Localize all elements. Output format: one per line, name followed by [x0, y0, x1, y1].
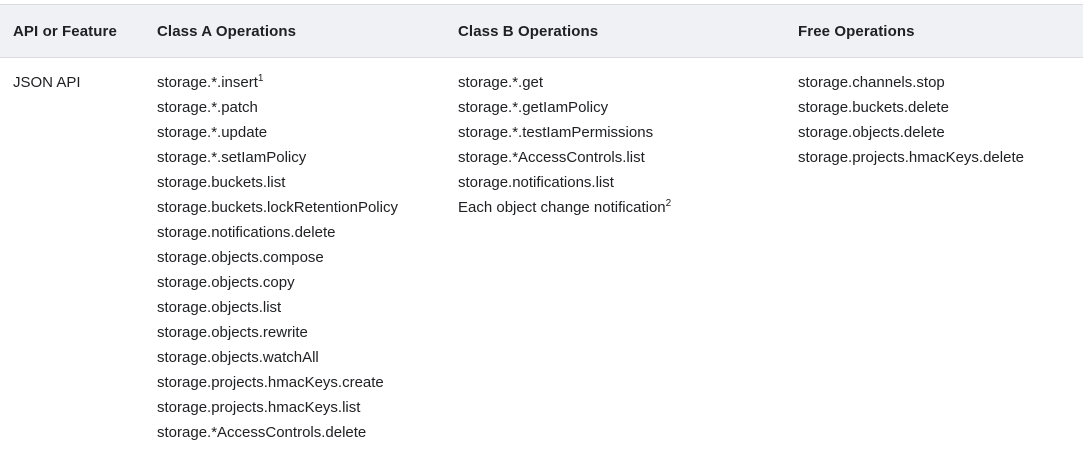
operation-item: storage.objects.copy	[157, 274, 295, 291]
footnote-marker: 1	[257, 73, 264, 84]
column-header-free-operations: Free Operations	[785, 4, 1083, 58]
operation-item: storage.*.update	[157, 124, 268, 141]
column-header-api-or-feature: API or Feature	[0, 4, 144, 58]
operation-item: storage.notifications.list	[458, 174, 614, 191]
operation-item: storage.*.getIamPolicy	[458, 99, 609, 116]
cell-api-or-feature: JSON API	[0, 58, 144, 452]
operation-item: storage.projects.hmacKeys.list	[157, 399, 361, 416]
operation-item: storage.*.testIamPermissions	[458, 124, 654, 141]
footnote-marker: 2	[665, 198, 672, 209]
table-row: JSON API storage.*.insert1 storage.*.patc…	[0, 58, 1083, 452]
operation-item: storage.objects.list	[157, 299, 282, 316]
cell-free-operations: storage.channels.stop storage.buckets.del…	[785, 58, 1083, 452]
column-header-class-b-operations: Class B Operations	[445, 4, 785, 58]
operation-item: storage.channels.stop	[798, 74, 945, 91]
operation-item: storage.*.insert1	[157, 73, 264, 92]
operation-item: storage.*.patch	[157, 99, 258, 116]
column-header-class-a-operations: Class A Operations	[144, 4, 445, 58]
operation-item: storage.projects.hmacKeys.create	[157, 374, 384, 391]
table-header-row: API or Feature Class A Operations Class …	[0, 4, 1083, 58]
operation-item: storage.objects.compose	[157, 249, 324, 266]
cell-class-b-operations: storage.*.get storage.*.getIamPolicy stora…	[445, 58, 785, 452]
operation-item: storage.notifications.delete	[157, 224, 336, 241]
class-b-operation-list: storage.*.get storage.*.getIamPolicy stora…	[458, 70, 775, 220]
operation-item: storage.*AccessControls.list	[458, 149, 645, 166]
operation-item: storage.objects.rewrite	[157, 324, 308, 341]
operation-item: Each object change notification2	[458, 198, 672, 217]
operation-item: storage.*AccessControls.delete	[157, 424, 367, 441]
operation-item: storage.buckets.list	[157, 174, 286, 191]
operation-item: storage.*.get	[458, 74, 544, 91]
operation-item: storage.buckets.lockRetentionPolicy	[157, 199, 398, 216]
free-operation-list: storage.channels.stop storage.buckets.del…	[798, 70, 1073, 170]
api-name: JSON API	[13, 74, 81, 91]
operation-item: storage.projects.hmacKeys.delete	[798, 149, 1024, 166]
operation-item: storage.*.setIamPolicy	[157, 149, 307, 166]
operations-table: API or Feature Class A Operations Class …	[0, 4, 1083, 451]
cell-class-a-operations: storage.*.insert1 storage.*.patch storage.…	[144, 58, 445, 452]
operation-item: storage.objects.watchAll	[157, 349, 319, 366]
operation-item: storage.objects.delete	[798, 124, 945, 141]
class-a-operation-list: storage.*.insert1 storage.*.patch storage.…	[157, 70, 435, 445]
operation-item: storage.buckets.delete	[798, 99, 949, 116]
